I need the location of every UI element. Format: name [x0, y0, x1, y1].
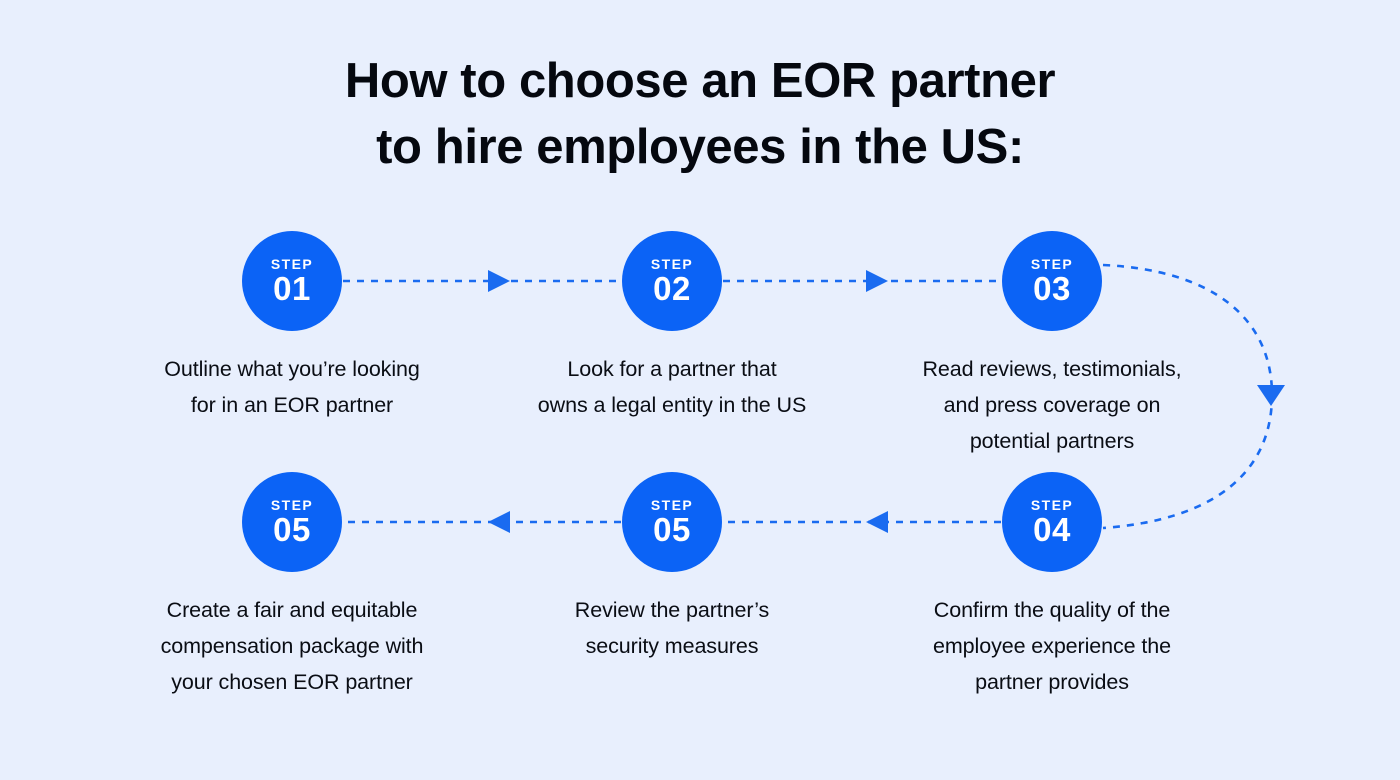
connector-arrow-step-03-to-04 — [1257, 385, 1285, 406]
step-circle-6: STEP 04 — [1002, 472, 1102, 572]
step-label-6: STEP — [1030, 496, 1074, 513]
step-caption-1-line-1: Outline what you’re looking — [164, 357, 420, 381]
step-node-3: STEP 03 Read reviews, testimonials, and … — [892, 231, 1212, 459]
step-node-6: STEP 04 Confirm the quality of the emplo… — [892, 472, 1212, 700]
step-number-4: 05 — [273, 510, 311, 548]
step-circle-1: STEP 01 — [242, 231, 342, 331]
connector-arrow-step-04-to-05 — [866, 511, 888, 533]
page-title: How to choose an EOR partner to hire emp… — [0, 48, 1400, 180]
step-label-5: STEP — [650, 496, 694, 513]
step-label-2: STEP — [650, 255, 694, 272]
step-label-4: STEP — [270, 496, 314, 513]
step-caption-5-line-1: Review the partner’s — [574, 598, 770, 622]
step-caption-2: Look for a partner that owns a legal ent… — [512, 351, 832, 423]
step-circle-2: STEP 02 — [622, 231, 722, 331]
step-node-2: STEP 02 Look for a partner that owns a l… — [512, 231, 832, 423]
step-node-5: STEP 05 Review the partner’s security me… — [512, 472, 832, 664]
step-number-2: 02 — [653, 269, 691, 307]
step-caption-3-line-3: potential partners — [969, 429, 1135, 453]
connector-arrow-step-01-to-02 — [488, 270, 510, 292]
step-label-1: STEP — [270, 255, 314, 272]
page-title-line-1: How to choose an EOR partner — [344, 54, 1056, 108]
step-caption-5: Review the partner’s security measures — [512, 592, 832, 664]
step-caption-3-line-2: and press coverage on — [943, 393, 1161, 417]
step-number-1: 01 — [273, 269, 311, 307]
step-number-6: 04 — [1033, 510, 1071, 548]
step-caption-3-line-1: Read reviews, testimonials, — [922, 357, 1182, 381]
page-title-line-2: to hire employees in the US: — [376, 120, 1024, 174]
step-number-3: 03 — [1033, 269, 1071, 307]
step-node-1: STEP 01 Outline what you’re looking for … — [132, 231, 452, 423]
step-caption-6: Confirm the quality of the employee expe… — [892, 592, 1212, 700]
step-node-4: STEP 05 Create a fair and equitable comp… — [132, 472, 452, 700]
step-caption-4-line-3: your chosen EOR partner — [171, 670, 413, 694]
step-caption-5-line-2: security measures — [585, 634, 759, 658]
step-circle-3: STEP 03 — [1002, 231, 1102, 331]
step-caption-1-line-2: for in an EOR partner — [190, 393, 394, 417]
step-caption-1: Outline what you’re looking for in an EO… — [132, 351, 452, 423]
step-caption-4: Create a fair and equitable compensation… — [132, 592, 452, 700]
step-caption-6-line-3: partner provides — [975, 670, 1129, 694]
step-number-5: 05 — [653, 510, 691, 548]
step-caption-4-line-1: Create a fair and equitable — [166, 598, 418, 622]
connector-arrow-step-05-to-06 — [488, 511, 510, 533]
connector-arrow-step-02-to-03 — [866, 270, 888, 292]
step-caption-6-line-2: employee experience the — [933, 634, 1171, 658]
step-caption-3: Read reviews, testimonials, and press co… — [892, 351, 1212, 459]
step-circle-5: STEP 05 — [622, 472, 722, 572]
step-label-3: STEP — [1030, 255, 1074, 272]
step-caption-6-line-1: Confirm the quality of the — [933, 598, 1171, 622]
step-circle-4: STEP 05 — [242, 472, 342, 572]
step-caption-4-line-2: compensation package with — [160, 634, 424, 658]
step-caption-2-line-2: owns a legal entity in the US — [537, 393, 807, 417]
step-caption-2-line-1: Look for a partner that — [567, 357, 777, 381]
